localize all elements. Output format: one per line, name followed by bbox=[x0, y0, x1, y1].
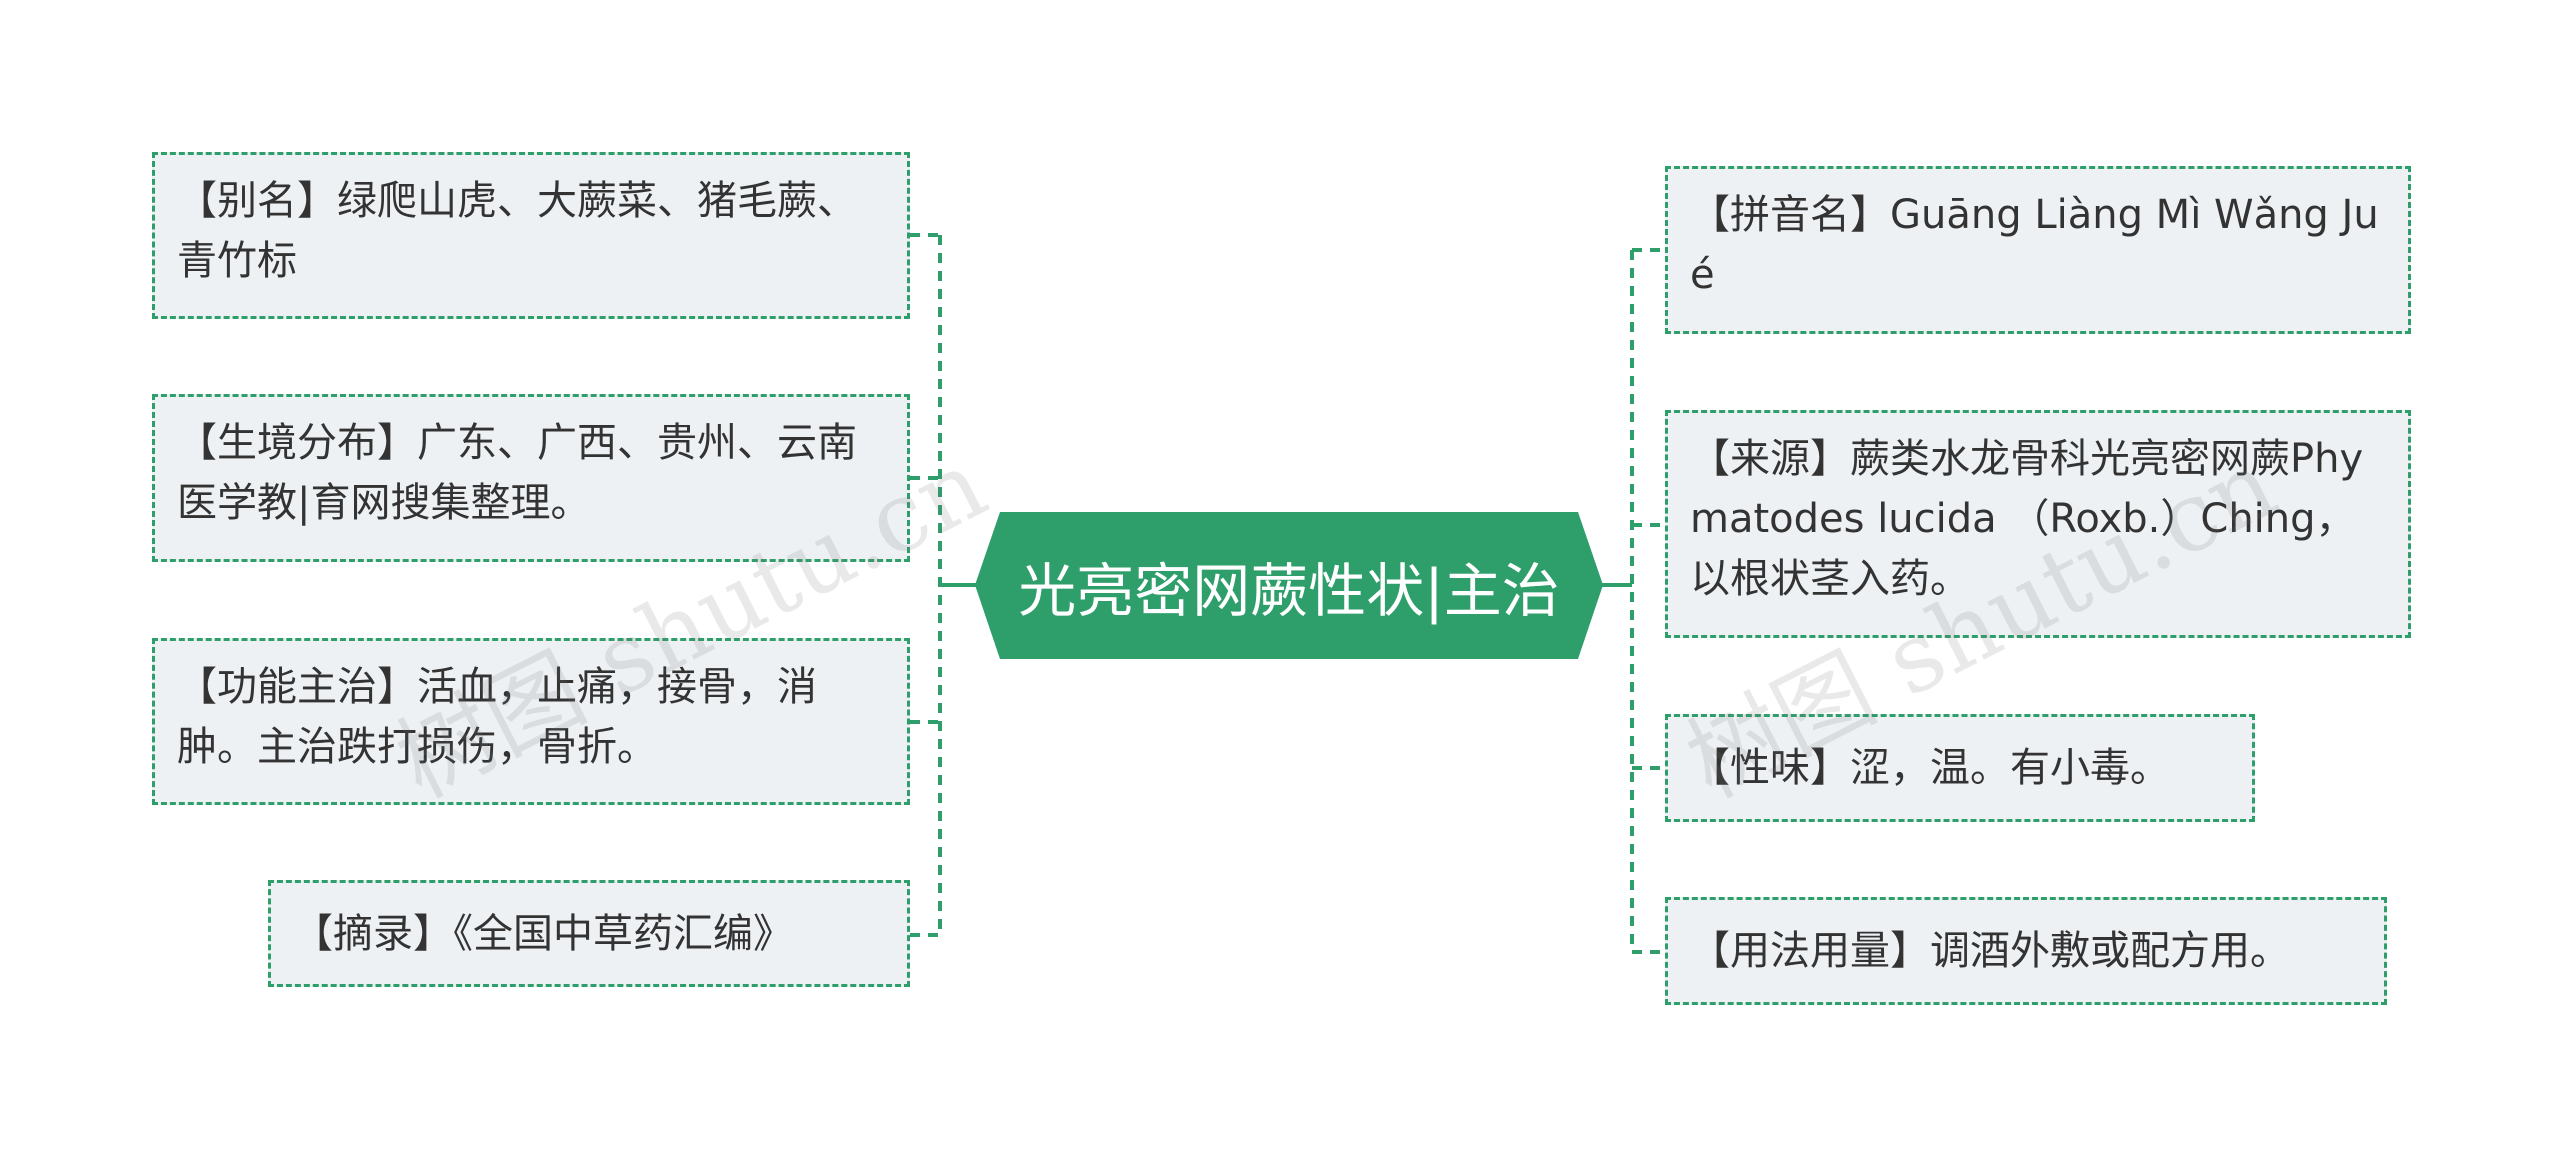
central-topic-shape bbox=[975, 512, 1603, 659]
left-node-source-book[interactable]: 【摘录】《全国中草药汇编》 bbox=[268, 880, 910, 987]
right-node-pinyin[interactable]: 【拼音名】Guāng Liàng Mì Wǎng Jué bbox=[1665, 166, 2411, 334]
right-node-origin[interactable]: 【来源】蕨类水龙骨科光亮密网蕨Phymatodes lucida （Roxb.）… bbox=[1665, 410, 2411, 638]
right-node-usage[interactable]: 【用法用量】调酒外敷或配方用。 bbox=[1665, 897, 2387, 1005]
central-topic-title: 光亮密网蕨性状|主治 bbox=[1018, 556, 1560, 625]
left-node-habitat[interactable]: 【生境分布】广东、广西、贵州、云南医学教|育网搜集整理。 bbox=[152, 394, 910, 562]
right-node-usage-text: 【用法用量】调酒外敷或配方用。 bbox=[1690, 928, 2290, 974]
right-node-origin-text: 【来源】蕨类水龙骨科光亮密网蕨Phymatodes lucida （Roxb.）… bbox=[1690, 436, 2364, 602]
right-node-taste-text: 【性味】涩，温。有小毒。 bbox=[1690, 745, 2170, 791]
left-node-function-text: 【功能主治】活血，止痛，接骨，消肿。主治跌打损伤，骨折。 bbox=[177, 664, 817, 770]
right-node-taste[interactable]: 【性味】涩，温。有小毒。 bbox=[1665, 714, 2255, 822]
left-node-function[interactable]: 【功能主治】活血，止痛，接骨，消肿。主治跌打损伤，骨折。 bbox=[152, 638, 910, 805]
left-node-habitat-text: 【生境分布】广东、广西、贵州、云南医学教|育网搜集整理。 bbox=[177, 420, 857, 526]
left-node-alias-text: 【别名】绿爬山虎、大蕨菜、猪毛蕨、青竹标 bbox=[177, 178, 857, 284]
central-topic[interactable]: 光亮密网蕨性状|主治 bbox=[975, 512, 1603, 659]
right-node-pinyin-text: 【拼音名】Guāng Liàng Mì Wǎng Jué bbox=[1690, 192, 2379, 298]
left-node-alias[interactable]: 【别名】绿爬山虎、大蕨菜、猪毛蕨、青竹标 bbox=[152, 152, 910, 319]
left-node-source-book-text: 【摘录】《全国中草药汇编》 bbox=[293, 910, 793, 957]
